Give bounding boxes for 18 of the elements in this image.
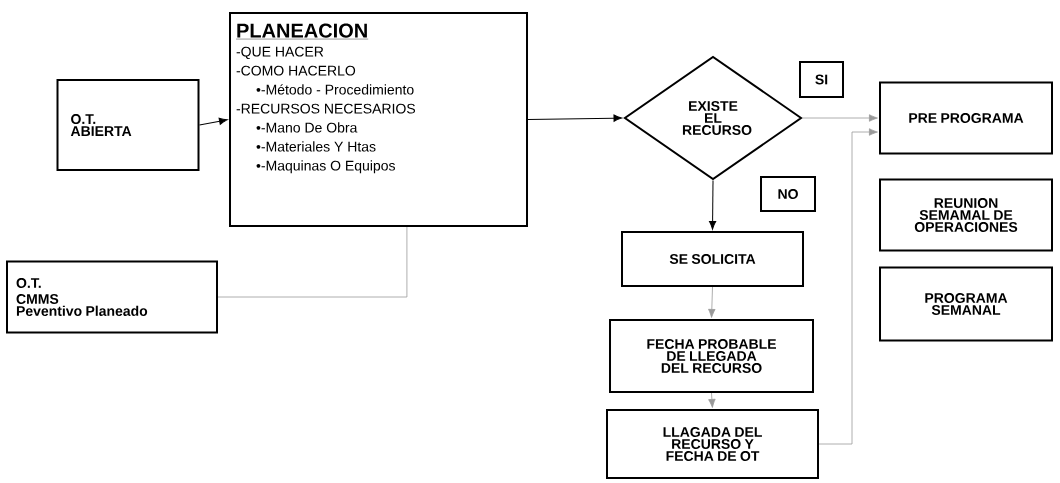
process-box: FECHA PROBABLE DE LLEGADA DEL RECURSO (609, 319, 814, 393)
arrow (199, 117, 228, 126)
process-box: O.T. ABIERTA (56, 79, 200, 171)
arrow (818, 128, 878, 445)
arrow (708, 286, 716, 318)
process-box: REUNION SEMAMAL DE OPERACIONES (879, 178, 1053, 252)
process-box: LLAGADA DEL RECURSO Y FECHA DE OT (606, 409, 819, 479)
arrow (708, 392, 716, 408)
process-box: PROGRAMA SEMANAL (879, 266, 1053, 342)
arrow (802, 114, 878, 122)
arrow (527, 114, 623, 122)
process-box: PLANEACION -QUE HACER -COMO HACERLO •-Método - Procedimiento -RECURSOS NECESARIOS •-Mano De Obra •-Materiales Y Htas •-Maquinas O Equipos (229, 12, 528, 227)
arrow (709, 180, 717, 230)
process-box: PRE PROGRAMA (879, 81, 1053, 155)
process-box: O.T. CMMS Peventivo Planeado (6, 260, 218, 334)
process-box: SE SOLICITA (621, 231, 804, 287)
branch-label-box: SI (799, 61, 844, 98)
branch-label-box: NO (760, 176, 816, 212)
